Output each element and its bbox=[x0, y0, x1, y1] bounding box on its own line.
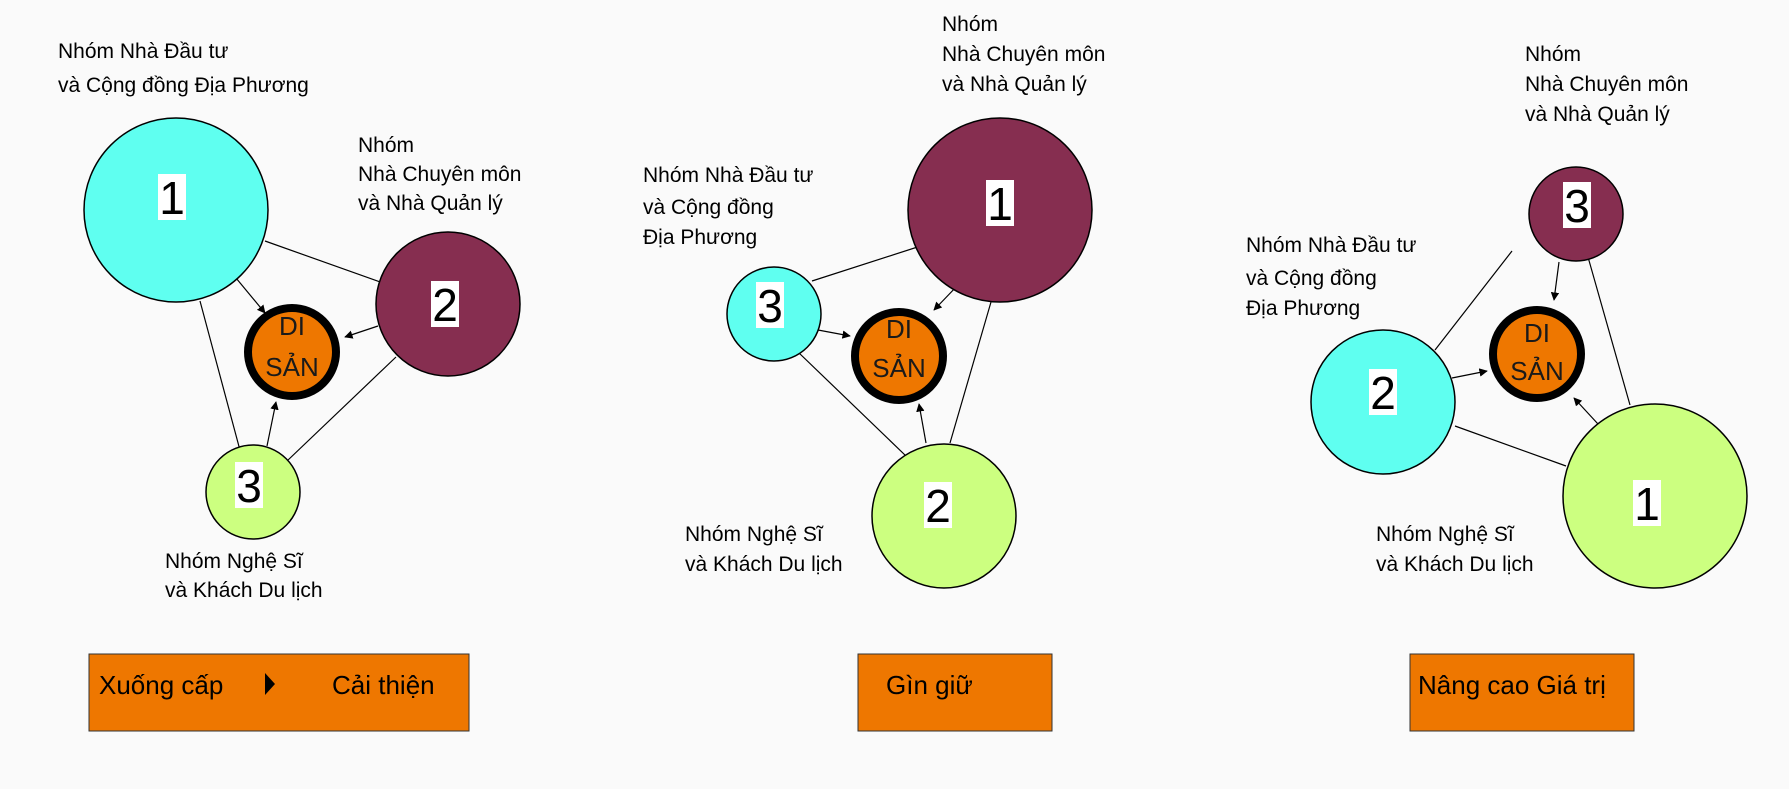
rank-number: 1 bbox=[159, 172, 185, 224]
connector-line bbox=[949, 301, 992, 444]
experts-label-line1: Nhóm bbox=[1525, 43, 1581, 66]
heritage-label-line2: SẢN bbox=[872, 353, 925, 383]
influence-arrow bbox=[817, 329, 851, 339]
influence-arrow bbox=[344, 325, 379, 339]
stage-label: Nâng cao Giá trị bbox=[1418, 670, 1606, 700]
connector-line bbox=[797, 351, 907, 457]
heritage-label-line2: SẢN bbox=[265, 352, 318, 382]
investors-label-line1: Nhóm Nhà Đầu tư bbox=[58, 40, 228, 63]
connector-line bbox=[811, 242, 931, 282]
rank-number: 2 bbox=[432, 279, 458, 331]
investors-label-line3: Địa Phương bbox=[643, 226, 757, 249]
investors-label-line1: Nhóm Nhà Đầu tư bbox=[643, 164, 813, 187]
artists-label-line1: Nhóm Nghệ Sĩ bbox=[1376, 523, 1515, 546]
rank-number: 1 bbox=[1634, 478, 1660, 530]
influence-arrow bbox=[1573, 397, 1599, 425]
artists-label-line2: và Khách Du lịch bbox=[165, 579, 323, 602]
investors-label-line1: Nhóm Nhà Đầu tư bbox=[1246, 234, 1416, 257]
investors-label-line2: và Cộng đồng bbox=[643, 196, 774, 219]
stage-box bbox=[1409, 653, 1635, 732]
triangle-right-icon bbox=[265, 673, 275, 695]
rank-badge bbox=[1633, 480, 1661, 526]
connector-line bbox=[286, 356, 397, 462]
panel-degradation: 1 2 3 DI SẢN Nhóm Nhà Đầu tư và Cộng đồn… bbox=[58, 40, 521, 732]
rank-badge bbox=[924, 482, 952, 528]
experts-label-line2: Nhà Chuyên môn bbox=[942, 43, 1105, 66]
rank-number: 2 bbox=[925, 480, 951, 532]
experts-label-line3: và Nhà Quản lý bbox=[942, 73, 1087, 96]
stage-label-start: Xuống cấp bbox=[99, 670, 223, 700]
experts-label-line2: Nhà Chuyên môn bbox=[358, 163, 521, 186]
experts-label-line3: và Nhà Quản lý bbox=[358, 192, 503, 215]
influence-arrow bbox=[266, 401, 279, 447]
rank-badge bbox=[1563, 182, 1591, 228]
investors-label-line2: và Cộng đồng Địa Phương bbox=[58, 74, 309, 97]
experts-label-line1: Nhóm bbox=[942, 13, 998, 36]
stage-label: Gìn giữ bbox=[886, 670, 973, 700]
rank-badge bbox=[158, 174, 186, 220]
influence-arrow bbox=[1550, 261, 1560, 301]
stage-box bbox=[88, 653, 470, 732]
artists-label-line1: Nhóm Nghệ Sĩ bbox=[685, 523, 824, 546]
rank-badge bbox=[1369, 369, 1397, 415]
heritage-core-circle bbox=[1489, 306, 1585, 402]
investors-label-line2: và Cộng đồng bbox=[1246, 267, 1377, 290]
rank-number: 1 bbox=[987, 178, 1013, 230]
heritage-label-line1: DI bbox=[1524, 318, 1550, 348]
artists-label-line1: Nhóm Nghệ Sĩ bbox=[165, 550, 304, 573]
influence-arrow bbox=[916, 403, 927, 444]
rank-number: 2 bbox=[1370, 367, 1396, 419]
rank-number: 3 bbox=[236, 460, 262, 512]
heritage-core-circle bbox=[851, 308, 947, 404]
connector-line bbox=[1434, 250, 1513, 351]
rank-number: 3 bbox=[757, 280, 783, 332]
heritage-core-circle bbox=[244, 304, 340, 400]
experts-label-line1: Nhóm bbox=[358, 134, 414, 157]
connector-line bbox=[1454, 425, 1567, 467]
heritage-label-line1: DI bbox=[886, 314, 912, 344]
stage-box bbox=[857, 653, 1053, 732]
rank-badge bbox=[986, 180, 1014, 226]
connector-line bbox=[1587, 256, 1631, 406]
experts-label-line3: và Nhà Quản lý bbox=[1525, 103, 1670, 126]
panel-preservation: 1 3 2 DI SẢN Nhóm Nhà Chuyên môn và Nhà … bbox=[643, 13, 1105, 732]
connector-line bbox=[264, 240, 384, 284]
investors-label-line3: Địa Phương bbox=[1246, 297, 1360, 320]
heritage-label-line1: DI bbox=[279, 311, 305, 341]
influence-arrow bbox=[235, 277, 266, 314]
rank-badge bbox=[235, 462, 263, 508]
rank-badge bbox=[756, 282, 784, 328]
connector-line bbox=[199, 300, 242, 455]
rank-number: 3 bbox=[1564, 180, 1590, 232]
influence-arrow bbox=[1451, 368, 1488, 379]
artists-label-line2: và Khách Du lịch bbox=[685, 553, 843, 576]
panel-value-enhancement: 3 2 1 DI SẢN Nhóm Nhà Chuyên môn và Nhà … bbox=[1246, 43, 1748, 732]
artists-label-line2: và Khách Du lịch bbox=[1376, 553, 1534, 576]
heritage-label-line2: SẢN bbox=[1510, 356, 1563, 386]
experts-label-line2: Nhà Chuyên môn bbox=[1525, 73, 1688, 96]
rank-badge bbox=[431, 281, 459, 327]
stage-label-end: Cải thiện bbox=[332, 670, 435, 700]
